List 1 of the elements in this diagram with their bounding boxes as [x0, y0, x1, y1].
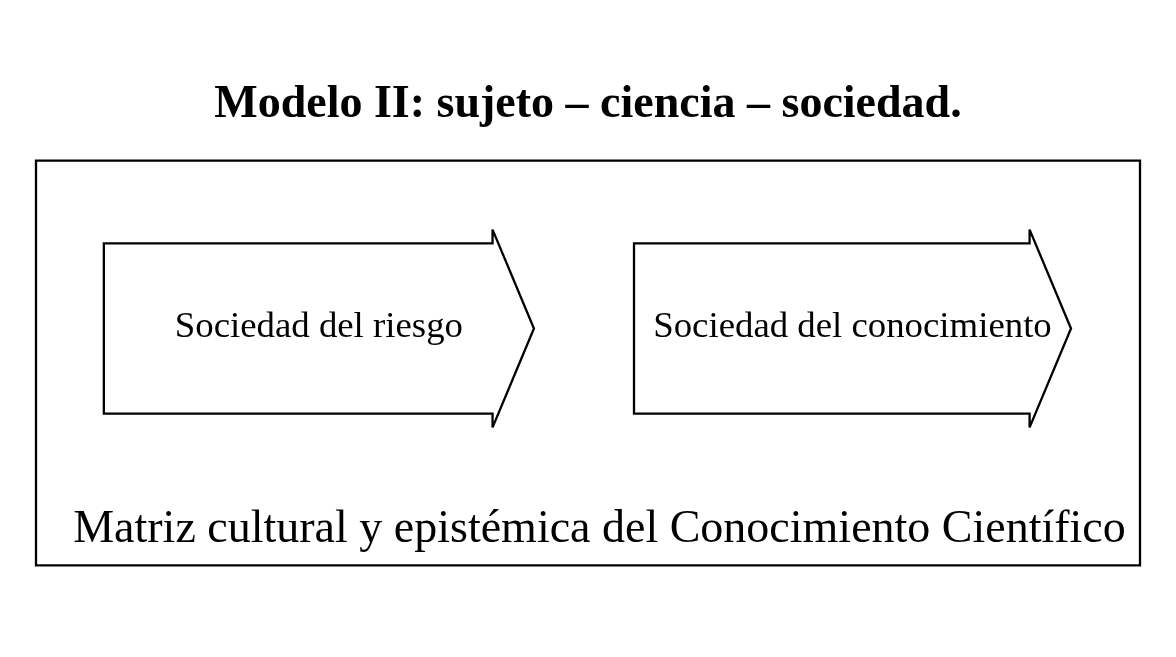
diagram-title: Modelo II: sujeto – ciencia – sociedad.	[214, 75, 962, 127]
